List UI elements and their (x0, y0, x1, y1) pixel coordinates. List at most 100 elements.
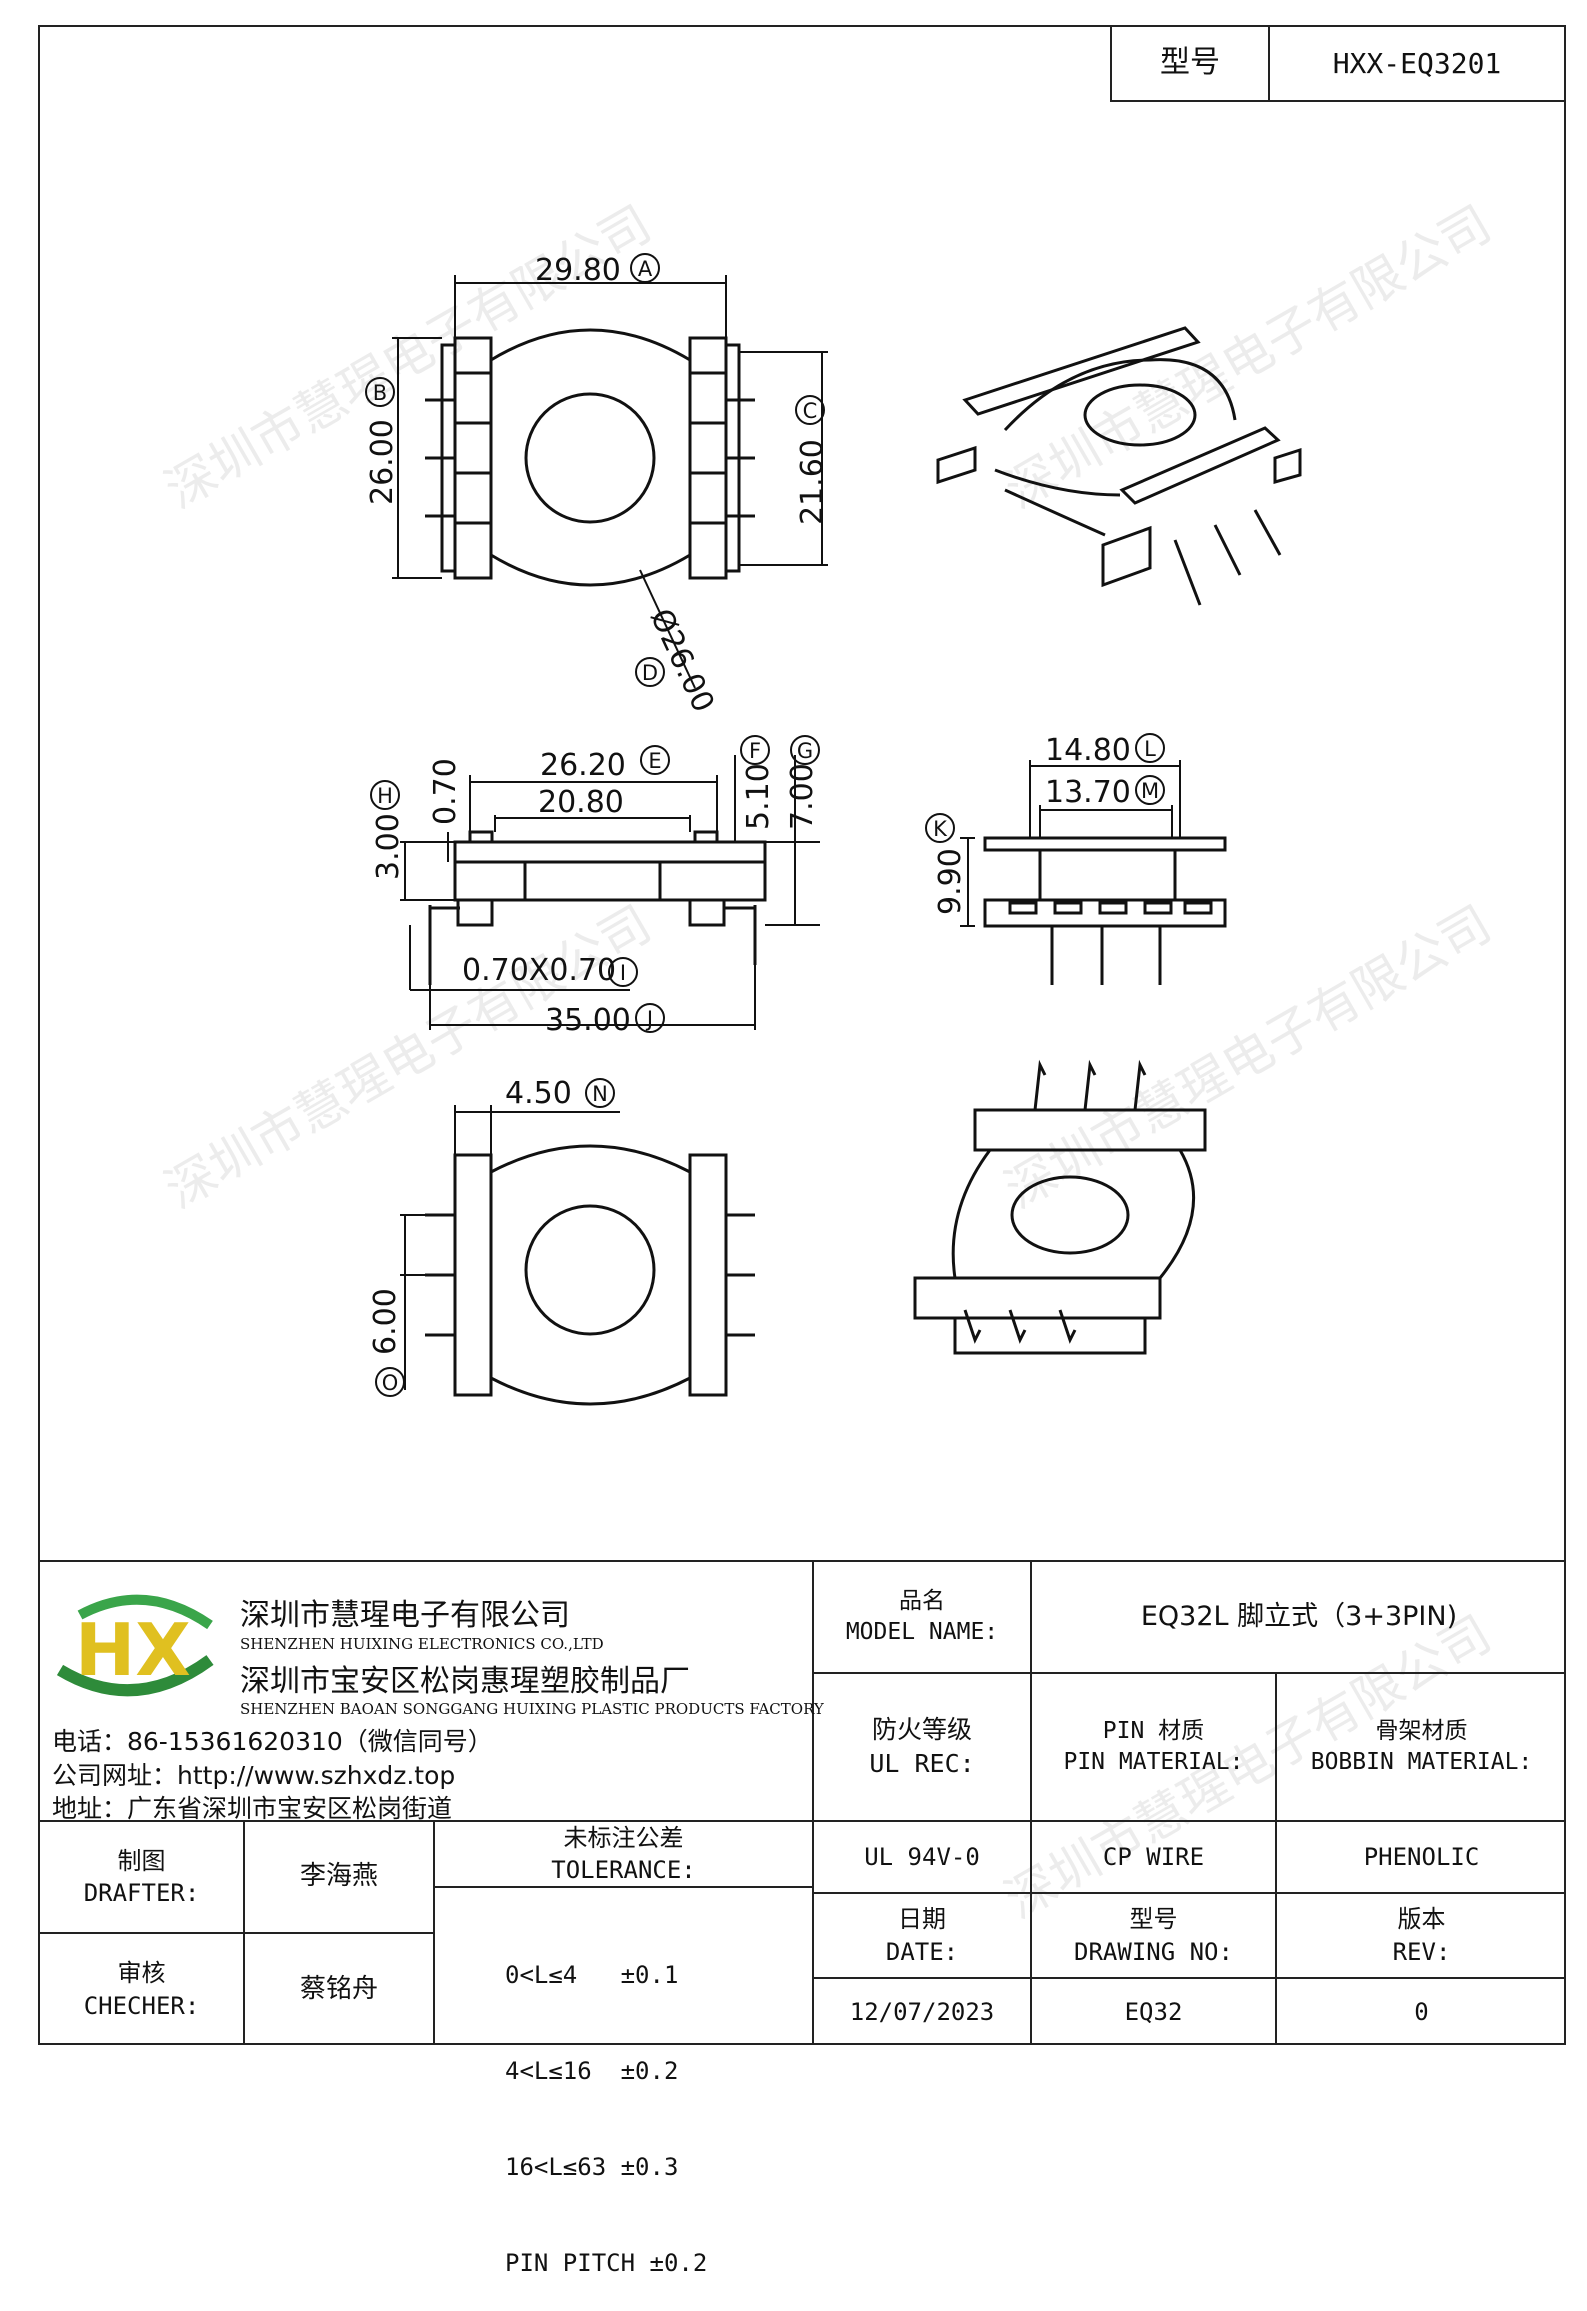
tolerance-row: 4<L≤16 ±0.2 (505, 2057, 679, 2085)
date-value: 12/07/2023 (849, 1997, 995, 2026)
logo-swoosh-icon (56, 1655, 214, 1697)
end-view (983, 836, 1227, 985)
model-name-label-cn: 品名 (899, 1587, 945, 1614)
bottom-view (425, 1144, 755, 1406)
factory-name-en: SHENZHEN BAOAN SONGGANG HUIXING PLASTIC … (240, 1700, 824, 1718)
row-divider-3 (812, 1892, 1566, 1894)
title-block-top (38, 1560, 1566, 1562)
drawing-no-label-cn: 型号 (1129, 1905, 1178, 1934)
row-divider-2 (38, 1820, 1566, 1822)
tolerance-table: 0<L≤4 ±0.1 4<L≤16 ±0.2 16<L≤63 ±0.3 PIN … (505, 1895, 707, 2311)
dim-H: 3.00 (371, 813, 406, 880)
tolerance-divider (433, 1886, 812, 1888)
tag-B: B (373, 381, 387, 405)
checker-label: 审核 CHECHER: (40, 1934, 243, 2045)
tolerance-row: PIN PITCH ±0.2 (505, 2249, 708, 2277)
tag-A: A (638, 257, 653, 281)
fire-rating-label: 防火等级 UL REC: (814, 1674, 1030, 1820)
checker-label-cn: 审核 (117, 1959, 166, 1988)
company-name-en: SHENZHEN HUIXING ELECTRONICS CO.,LTD (240, 1635, 604, 1653)
drawing-no-label-en: DRAWING NO: (1074, 1937, 1233, 1966)
drawing-no-label: 型号 DRAWING NO: (1032, 1894, 1275, 1977)
tolerance-row: 16<L≤63 ±0.3 (505, 2153, 679, 2181)
iso-view-top (936, 326, 1302, 606)
bobbin-material-label: 骨架材质 BOBBIN MATERIAL: (1277, 1674, 1566, 1820)
row-divider-4 (812, 1977, 1566, 1979)
rev-label-en: REV: (1392, 1937, 1451, 1966)
material-divider (1275, 1672, 1277, 1892)
dim-C: 21.60 (795, 439, 830, 525)
dim-E: 26.20 (540, 748, 626, 783)
model-name-divider (1030, 1560, 1032, 2045)
drafter-label: 制图 DRAFTER: (40, 1822, 243, 1932)
bobbin-material-label-cn: 骨架材质 (1375, 1717, 1468, 1744)
row-divider-1 (812, 1672, 1566, 1674)
checker-label-en: CHECHER: (83, 1991, 200, 2020)
header-model-box (1110, 25, 1566, 102)
fire-rating-value: UL 94V-0 (864, 1842, 980, 1871)
tag-E: E (648, 749, 661, 773)
tag-H: H (377, 784, 393, 808)
date-label-en: DATE: (885, 1937, 959, 1966)
header-model-value: HXX-EQ3201 (1332, 46, 1502, 80)
tag-I: I (620, 961, 626, 985)
bottom-view-dims (400, 1105, 620, 1390)
technical-drawing: 29.80 26.00 21.60 Ø26.00 26.20 20.80 3.0… (365, 253, 1302, 1406)
rev-label: 版本 REV: (1277, 1894, 1566, 1977)
company-website: 公司网址：http://www.szhxdz.top (52, 1761, 456, 1790)
tag-F: F (749, 739, 761, 763)
factory-name-cn: 深圳市宝安区松岗惠瑆塑胶制品厂 (240, 1664, 690, 1699)
iso-view-bottom (913, 1059, 1207, 1355)
tag-L: L (1144, 737, 1156, 761)
company-phone: 电话：86-15361620310（微信同号） (52, 1727, 493, 1756)
tag-O: O (382, 1371, 399, 1395)
date-label-cn: 日期 (898, 1905, 946, 1934)
model-name-label: 品名 MODEL NAME: (814, 1562, 1030, 1672)
side-view (428, 830, 767, 985)
side-view-dims (400, 755, 820, 1030)
rev-value: 0 (1414, 1997, 1429, 2026)
drafter-label-en: DRAFTER: (83, 1879, 200, 1907)
bobbin-material-value: PHENOLIC (1363, 1842, 1480, 1871)
company-address: 地址：广东省深圳市宝安区松岗街道 (52, 1794, 453, 1823)
model-name-label-en: MODEL NAME: (845, 1619, 999, 1645)
tag-G: G (797, 739, 813, 763)
logo-text: HX (75, 1608, 191, 1692)
drafter-checker-divider (38, 1932, 433, 1934)
dim-inner: 20.80 (538, 785, 624, 820)
date-label: 日期 DATE: (814, 1894, 1030, 1977)
tolerance-label: 未标注公差 TOLERANCE: (435, 1822, 812, 1886)
fire-rating-label-en: UL REC: (869, 1749, 975, 1778)
pin-material-label-cn: PIN 材质 (1102, 1717, 1205, 1744)
dim-I: 0.70X0.70 (462, 953, 616, 988)
dim-B: 26.00 (365, 419, 400, 505)
tag-C: C (803, 399, 818, 423)
checker-value: 蔡铭舟 (299, 1973, 378, 2004)
bobbin-material-label-en: BOBBIN MATERIAL: (1310, 1749, 1533, 1775)
fire-rating-label-cn: 防火等级 (871, 1715, 972, 1745)
end-view-dims (960, 760, 1181, 927)
name-divider (433, 1820, 435, 2045)
drafter-label-cn: 制图 (117, 1846, 166, 1875)
dim-N: 4.50 (505, 1076, 572, 1111)
logo-arc-icon (77, 1594, 213, 1630)
pin-material-value: CP WIRE (1102, 1842, 1205, 1871)
date-divider (1275, 1892, 1277, 2045)
tolerance-row: 0<L≤4 ±0.1 (505, 1961, 679, 1989)
dim-L: 14.80 (1045, 733, 1131, 768)
tolerance-label-cn: 未标注公差 (563, 1823, 684, 1852)
dim-flange: 0.70 (428, 758, 463, 825)
tag-K: K (933, 817, 948, 841)
dim-K: 9.90 (933, 848, 968, 915)
top-view (425, 328, 755, 587)
model-name-value: EQ32L 脚立式（3+3PIN) (1140, 1600, 1458, 1632)
company-divider (812, 1560, 814, 2045)
company-name-cn: 深圳市慧瑆电子有限公司 (240, 1598, 570, 1633)
company-logo: HX (56, 1594, 214, 1697)
drawing-no-value: EQ32 (1124, 1997, 1183, 2026)
drafter-value: 李海燕 (299, 1861, 378, 1892)
top-view-dims (392, 275, 828, 689)
pin-material-label: PIN 材质 PIN MATERIAL: (1032, 1674, 1275, 1820)
header-model-label: 型号 (1160, 45, 1220, 81)
tag-M: M (1141, 779, 1159, 803)
